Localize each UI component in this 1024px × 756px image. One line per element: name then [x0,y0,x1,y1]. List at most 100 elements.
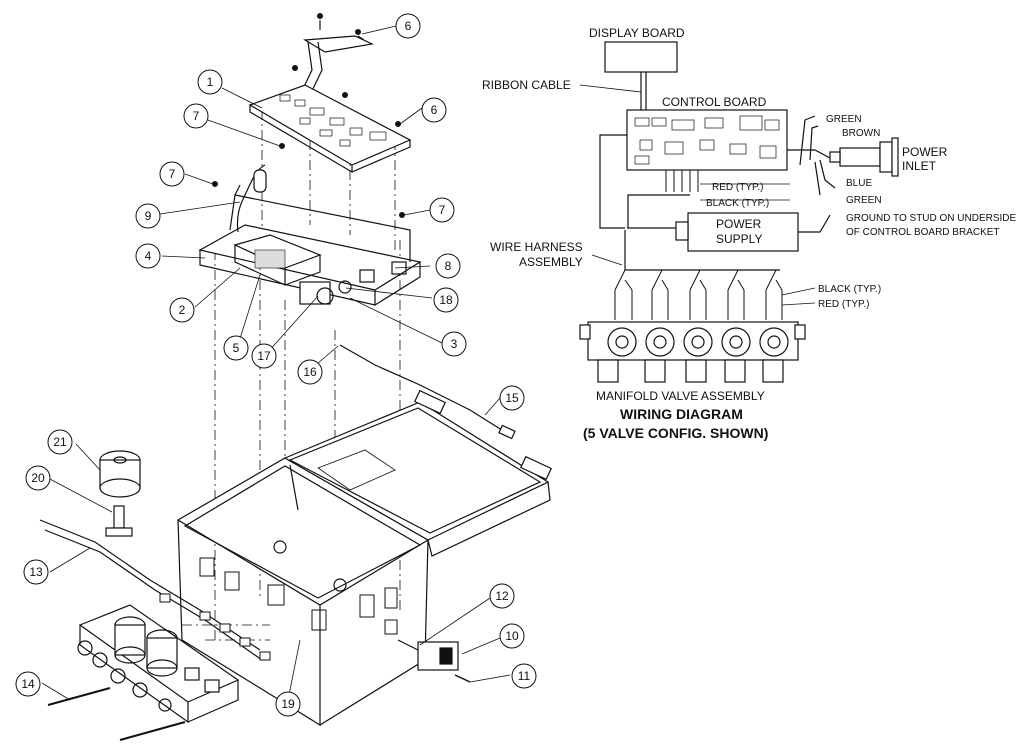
callout-number: 19 [281,697,295,711]
callout-bubble: 13 [23,559,49,585]
power-supply-label-2: SUPPLY [716,232,762,246]
callout-bubble: 21 [47,429,73,455]
callout-circle [23,559,49,585]
callout-number: 9 [145,209,152,223]
callout-circle [251,343,277,369]
callout-bubble: 10 [499,623,525,649]
callout-bubble: 6 [395,13,421,39]
callout-circle [159,161,185,187]
callout-bubble: 15 [499,385,525,411]
wiring-diagram-subtitle: (5 VALVE CONFIG. SHOWN) [583,425,768,441]
callout-number: 7 [439,203,446,217]
valve-coils [607,327,789,357]
callout-circle [421,97,447,123]
blue-wire-label: BLUE [846,178,872,189]
wiring-diagram [579,41,899,383]
callout-number: 2 [179,303,186,317]
callout-number: 7 [193,109,200,123]
callout-number: 17 [257,349,271,363]
callout-number: 5 [233,341,240,355]
manifold-valve-label: MANIFOLD VALVE ASSEMBLY [596,389,765,403]
callout-circle [297,359,323,385]
callout-circle [489,583,515,609]
power-supply-part [233,234,322,286]
callout-number: 11 [518,669,531,683]
callout-circle [183,103,209,129]
callout-number: 15 [505,391,519,405]
callout-circle [197,69,223,95]
callout-bubble: 20 [25,465,51,491]
power-supply-box [687,212,799,252]
callout-circle [395,13,421,39]
callout-circle [15,671,41,697]
ground-wire-part [339,344,506,433]
ribbon-cable-label: RIBBON CABLE [482,78,571,92]
callout-circle [441,331,467,357]
callout-bubble: 11 [511,663,537,689]
callout-bubble: 17 [251,343,277,369]
callout-bubble: 19 [275,691,301,717]
ground-note-line-2: OF CONTROL BOARD BRACKET [846,227,1000,238]
callout-bubble: 4 [135,243,161,269]
wire-harness-label-2: ASSEMBLY [519,255,583,269]
callout-number: 10 [505,629,519,643]
callout-circle [435,253,461,279]
power-inlet-label-2: INLET [902,159,937,173]
lid-part [283,389,553,557]
callout-bubble: 18 [433,287,459,313]
callout-number: 13 [29,565,43,579]
callout-bubble: 9 [135,203,161,229]
callout-bubble: 7 [183,103,209,129]
green-wire-label-bottom: GREEN [846,195,882,206]
enclosure-part [176,457,430,727]
screws [212,13,405,218]
callout-number: 18 [439,293,453,307]
callout-circle [433,287,459,313]
callout-circle [499,623,525,649]
callout-bubble: 6 [421,97,447,123]
red-typ-label-valve: RED (TYP.) [818,299,870,310]
callout-bubble: 7 [429,197,455,223]
callout-circle [47,429,73,455]
callout-circle [429,197,455,223]
callout-number: 21 [53,435,67,449]
power-inlet-part [299,261,407,305]
display-board-box [604,41,678,73]
ground-note-line-1: GROUND TO STUD ON UNDERSIDE [846,213,1017,224]
callout-bubble: 3 [441,331,467,357]
callout-number: 6 [431,103,438,117]
callout-bubble: 16 [297,359,323,385]
black-typ-label-valve: BLACK (TYP.) [818,284,881,295]
wiring-labels: DISPLAY BOARD RIBBON CABLE CONTROL BOARD… [482,26,1017,441]
green-wire-label-top: GREEN [826,114,862,125]
callout-circle [275,691,301,717]
callout-circle [169,297,195,323]
callout-circle [223,335,249,361]
callout-number: 16 [303,365,317,379]
callout-number: 8 [445,259,452,273]
power-inlet-label-1: POWER [902,145,948,159]
wiring-diagram-title: WIRING DIAGRAM [620,406,743,422]
callout-bubble: 12 [489,583,515,609]
callout-number: 12 [495,589,509,603]
red-typ-label-top: RED (TYP.) [712,182,764,193]
callout-number: 3 [451,337,458,351]
brown-wire-label: BROWN [842,128,880,139]
display-board-label: DISPLAY BOARD [589,26,685,40]
power-supply-label-1: POWER [716,217,762,231]
exploded-view [39,13,553,741]
callout-circle [511,663,537,689]
wire-harness-label-1: WIRE HARNESS [490,240,583,254]
callout-circle [135,243,161,269]
callout-number: 14 [21,677,35,691]
callout-circle [135,203,161,229]
callout-bubble: 7 [159,161,185,187]
manifold-part [77,604,240,724]
callout-number: 7 [169,167,176,181]
callout-number: 1 [207,75,214,89]
callout-bubble: 14 [15,671,41,697]
control-board-part [248,84,412,174]
